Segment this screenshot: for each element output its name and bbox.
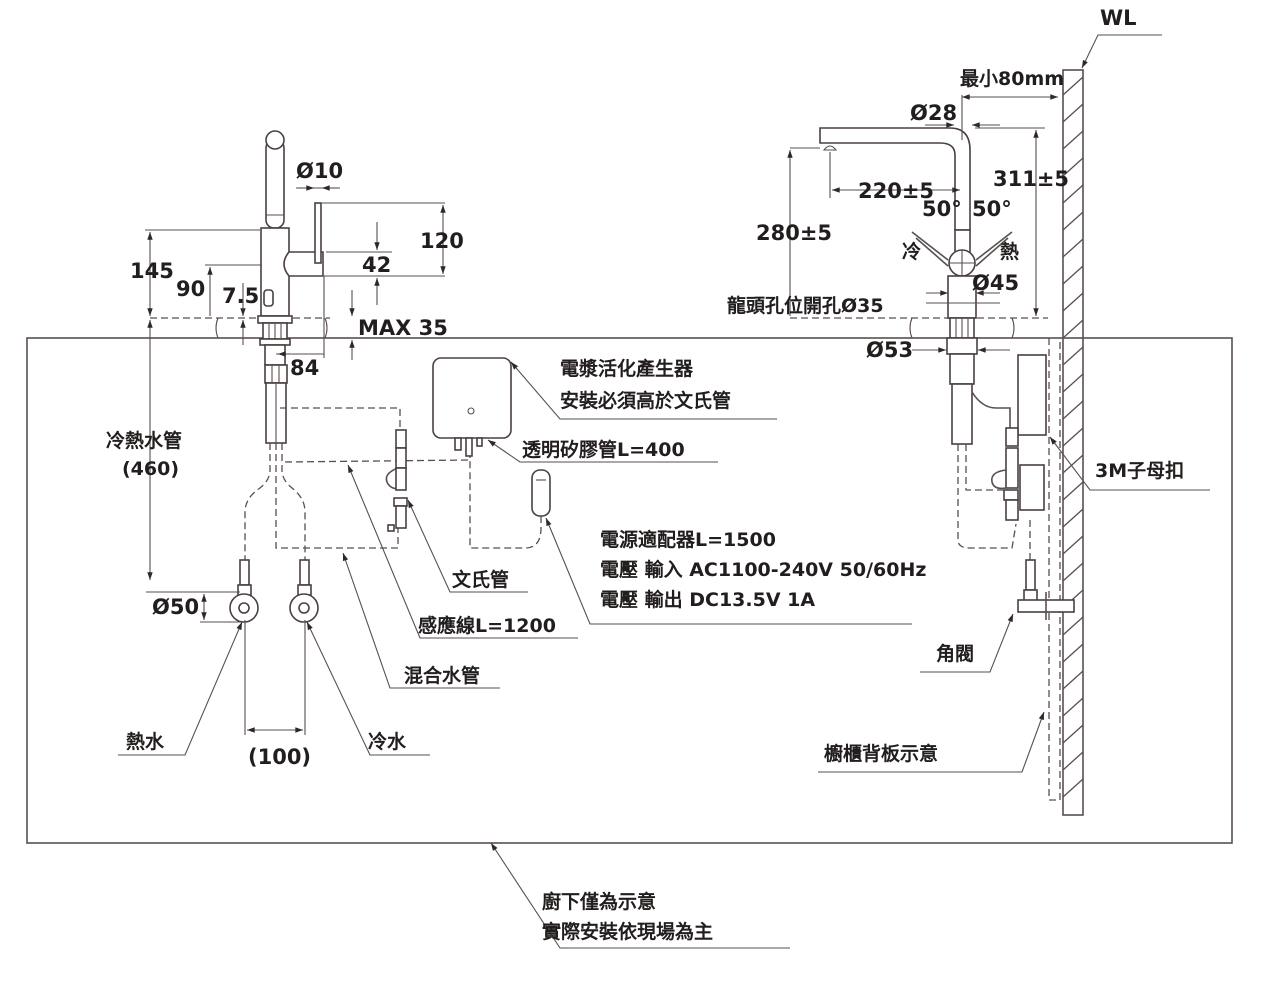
wall-hatch-line [1062, 778, 1084, 798]
power-adapter [469, 456, 551, 549]
label-hot-water: 熱水 [126, 730, 165, 753]
dim-7-5: 7.5 [222, 284, 259, 308]
label-velcro: 3M子母扣 [1095, 459, 1184, 482]
label-hot: 熱 [1000, 240, 1019, 263]
label-cabinet-back: 櫥櫃背板示意 [824, 742, 938, 765]
wall-label: WL [1100, 6, 1137, 30]
dim-body-diameter: Ø45 [972, 271, 1019, 295]
label-mixed-hose: 混合水管 [404, 664, 480, 687]
label-adapter-output: 電壓 輸出 DC13.5V 1A [600, 588, 815, 611]
label-sensor-cable: 感應線L=1200 [418, 614, 556, 637]
right-dimensions [787, 94, 1058, 353]
text-labels: WL Ø10 120 145 90 7.5 42 MAX 35 84 Ø50 (… [106, 6, 1184, 943]
dim-120: 120 [420, 229, 464, 253]
dim-supply-spacing: (100) [248, 745, 311, 769]
wall-hatch-line [1062, 535, 1084, 555]
wall-hatch-line [1062, 319, 1084, 339]
cabinet-back-panel [1048, 338, 1061, 801]
wall-hatch-line [1062, 562, 1084, 582]
wall-hatch-line [1062, 697, 1084, 717]
wall-hatch-line [1062, 616, 1084, 636]
wall-hatch-line [1062, 427, 1084, 447]
wall-hatch-line [1062, 157, 1084, 177]
wall-hatch-line [1062, 724, 1084, 744]
label-angle-valve: 角閥 [936, 642, 974, 665]
dim-84: 84 [290, 356, 319, 380]
wall-hatch-line [1062, 211, 1084, 231]
wall-hatch-line [1062, 481, 1084, 501]
cabinet-outline [26, 337, 1233, 844]
label-adapter: 電源適配器L=1500 [600, 528, 776, 551]
note-line2: 實際安裝依現場為主 [542, 920, 713, 943]
countertop-left [150, 317, 330, 339]
wall-hatch-line [1062, 292, 1084, 312]
wall-hatch-line [1062, 400, 1084, 420]
left-leaders [118, 361, 912, 756]
wall-hatch-line [1062, 670, 1084, 690]
label-generator-note: 安裝必須高於文氏管 [560, 389, 731, 412]
dim-supply-diameter: Ø50 [152, 595, 199, 619]
label-silicone-tube: 透明矽膠管L=400 [522, 438, 685, 461]
left-dimensions [145, 185, 446, 735]
wall-hatch-line [1062, 454, 1084, 474]
countertop-right [790, 317, 1048, 339]
left-faucet [257, 130, 324, 444]
label-generator: 電漿活化產生器 [560, 357, 694, 380]
venturi-assembly [385, 429, 408, 532]
dim-angle-left: 50° [922, 197, 962, 221]
wall-hatch-line [1062, 508, 1084, 528]
dim-hole: 龍頭孔位開孔Ø35 [727, 294, 884, 317]
wall-hatch-line [1062, 751, 1084, 771]
wall-hatch-line [1062, 265, 1084, 285]
dim-angle-right: 50° [972, 197, 1012, 221]
label-hot-cold-hose: 冷熱水管 [106, 429, 182, 452]
note-line1: 廚下僅為示意 [542, 890, 656, 913]
wall-hatch-line [1062, 346, 1084, 366]
wall-hatch-line [1062, 238, 1084, 258]
label-cold: 冷 [902, 240, 921, 263]
wall-hatch-line [1062, 643, 1084, 663]
dim-pullout-diameter: Ø10 [296, 159, 343, 183]
dim-max-35: MAX 35 [358, 316, 448, 340]
dim-base-diameter: Ø53 [866, 338, 913, 362]
label-venturi: 文氏管 [452, 568, 509, 591]
supply-valves [229, 559, 319, 623]
dim-42: 42 [362, 253, 391, 277]
right-leaders [490, 34, 1210, 949]
label-cold-water: 冷水 [368, 730, 407, 753]
dim-145: 145 [130, 259, 174, 283]
right-faucet [819, 127, 1013, 445]
wall-hatch-line [1062, 76, 1084, 96]
dim-311: 311±5 [993, 167, 1069, 191]
plasma-generator [432, 357, 512, 457]
dim-reach: 220±5 [858, 179, 934, 203]
wall-hatch-line [1062, 130, 1084, 150]
wall-hatch-line [1062, 373, 1084, 393]
label-adapter-input: 電壓 輸入 AC1100-240V 50/60Hz [600, 558, 926, 581]
dim-90: 90 [176, 277, 205, 301]
right-hoses [957, 354, 1075, 620]
dim-min-wall: 最小80mm [960, 68, 1064, 90]
wall [1062, 69, 1084, 816]
dim-280: 280±5 [756, 221, 832, 245]
label-hot-cold-hose-length: (460) [122, 458, 179, 480]
dim-spout-diameter: Ø28 [910, 101, 957, 125]
wall-hatch-line [1062, 103, 1084, 123]
wall-hatch-line [1062, 184, 1084, 204]
